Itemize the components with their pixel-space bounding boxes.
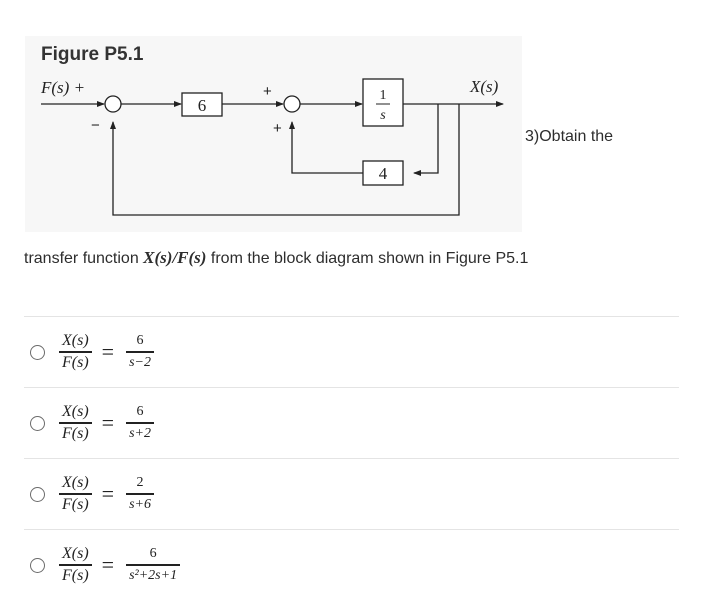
lhs-denominator: F(s) [62, 566, 89, 584]
question-prefix-text: 3)Obtain the [525, 128, 614, 145]
figure-title: Figure P5.1 [41, 44, 144, 65]
option-equation: X(s) F(s) = 6 s+2 [59, 402, 154, 443]
answer-options: X(s) F(s) = 6 s−2 X(s) F(s) = 6 s [24, 316, 679, 600]
radio-button-c[interactable] [30, 486, 45, 502]
lhs-numerator: X(s) [62, 332, 89, 350]
outer-feedback-path [110, 104, 460, 216]
rhs-denominator: s²+2s+1 [129, 567, 178, 583]
answer-option-d[interactable]: X(s) F(s) = 6 s²+2s+1 [24, 529, 679, 600]
radio-button-a[interactable] [30, 344, 45, 360]
lhs-fraction: X(s) F(s) [59, 402, 92, 443]
block-diagram: Figure P5.1 F(s) + X(s) − 6 + + 1 s 4 [40, 44, 504, 216]
rhs-numerator: 6 [149, 546, 157, 562]
output-label: X(s) [469, 77, 499, 96]
equals-sign: = [101, 338, 115, 364]
input-label: F(s) + [40, 78, 85, 97]
equals-sign: = [101, 480, 115, 506]
rhs-fraction: 6 s−2 [126, 331, 154, 372]
option-equation: X(s) F(s) = 6 s²+2s+1 [59, 544, 181, 585]
fraction-bar [59, 493, 92, 495]
question-suffix: from the block diagram shown in Figure P… [206, 250, 529, 267]
rhs-denominator: s+6 [129, 496, 151, 512]
lhs-denominator: F(s) [62, 495, 89, 513]
answer-option-c[interactable]: X(s) F(s) = 2 s+6 [24, 458, 679, 529]
summing-junction-2 [283, 95, 301, 113]
lhs-denominator: F(s) [62, 424, 89, 442]
answer-option-a[interactable]: X(s) F(s) = 6 s−2 [24, 316, 679, 387]
question-math: X(s)/F(s) [143, 248, 207, 267]
fraction-bar [59, 351, 92, 353]
sign-plus-top: + [263, 83, 272, 100]
fraction-bar [126, 564, 181, 566]
answer-option-b[interactable]: X(s) F(s) = 6 s+2 [24, 387, 679, 458]
lhs-fraction: X(s) F(s) [59, 473, 92, 514]
radio-button-d[interactable] [30, 557, 45, 573]
lhs-numerator: X(s) [62, 403, 89, 421]
question-text: transfer function X(s)/F(s) from the blo… [24, 248, 528, 268]
lhs-fraction: X(s) F(s) [59, 331, 92, 372]
integrator-denominator: s [380, 108, 386, 123]
sign-minus: − [91, 117, 100, 134]
equals-sign: = [101, 551, 115, 577]
option-equation: X(s) F(s) = 6 s−2 [59, 331, 154, 372]
rhs-fraction: 6 s+2 [126, 402, 154, 443]
inner-feedback-return [289, 121, 363, 174]
radio-button-b[interactable] [30, 415, 45, 431]
rhs-numerator: 6 [136, 333, 144, 349]
equals-sign: = [101, 409, 115, 435]
fraction-bar [126, 493, 154, 495]
fraction-bar [59, 564, 92, 566]
fraction-bar [126, 351, 154, 353]
rhs-denominator: s−2 [129, 354, 151, 370]
sign-plus-bottom: + [273, 120, 282, 137]
gain-block-label: 6 [198, 96, 207, 115]
lhs-numerator: X(s) [62, 474, 89, 492]
feedback-block-label: 4 [379, 164, 388, 183]
integrator-block [362, 78, 404, 127]
option-equation: X(s) F(s) = 2 s+6 [59, 473, 154, 514]
block-diagram-figure: Figure P5.1 F(s) + X(s) − 6 + + 1 s 4 [25, 36, 522, 232]
fraction-bar [59, 422, 92, 424]
lhs-denominator: F(s) [62, 353, 89, 371]
summing-junction-1 [104, 95, 122, 113]
rhs-fraction: 2 s+6 [126, 473, 154, 514]
inner-feedback-path [413, 104, 439, 176]
rhs-fraction: 6 s²+2s+1 [126, 544, 181, 585]
lhs-fraction: X(s) F(s) [59, 544, 92, 585]
lhs-numerator: X(s) [62, 545, 89, 563]
rhs-denominator: s+2 [129, 425, 151, 441]
integrator-numerator: 1 [380, 88, 387, 103]
question-prefix: transfer function [24, 250, 144, 267]
rhs-numerator: 6 [136, 404, 144, 420]
fraction-bar [126, 422, 154, 424]
rhs-numerator: 2 [136, 475, 144, 491]
